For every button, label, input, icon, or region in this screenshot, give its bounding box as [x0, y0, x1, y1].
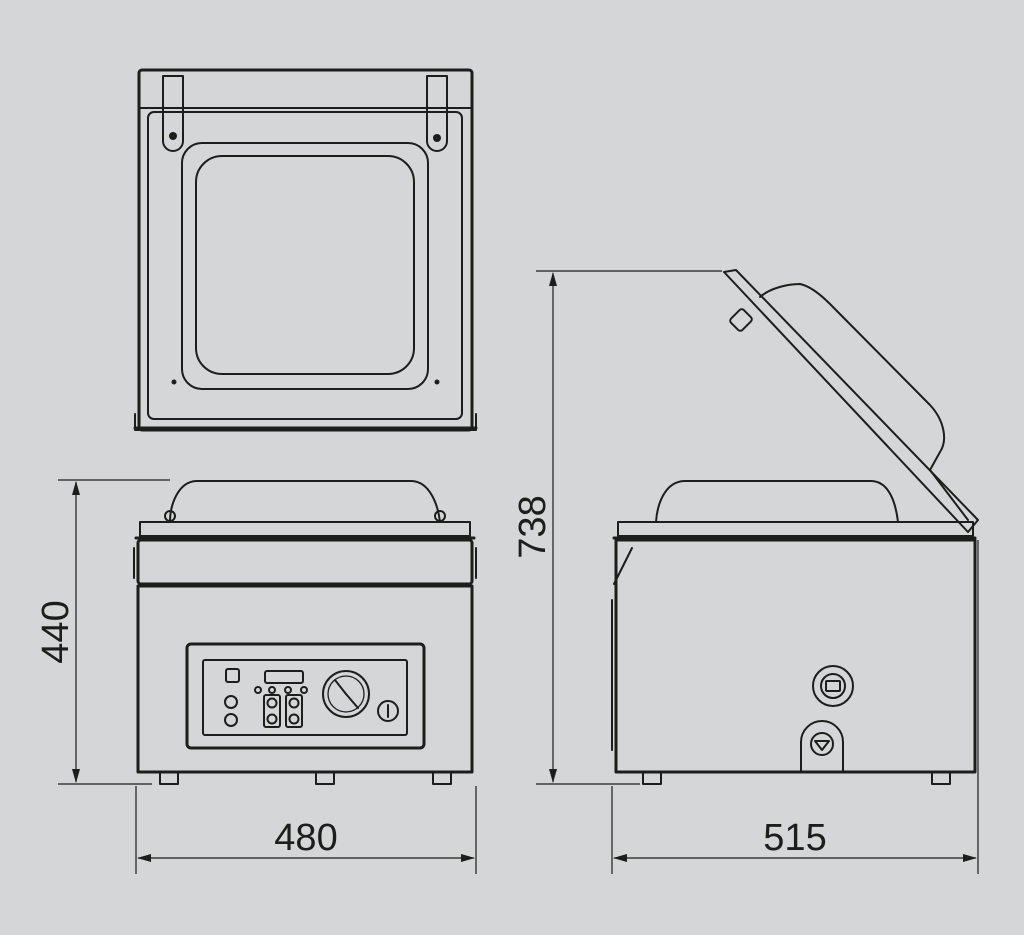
dimension-depth-label: 515 [763, 817, 826, 859]
dimension-height-label: 440 [35, 600, 77, 663]
hinge-right [426, 75, 448, 152]
dimension-width-label: 480 [274, 817, 337, 859]
vacuum-gauge-icon [322, 670, 370, 718]
dimension-open-height-label: 738 [512, 495, 554, 558]
top-view [133, 68, 478, 432]
hinge-left [162, 75, 184, 152]
front-view [133, 480, 477, 785]
side-view [611, 269, 979, 785]
dimension-lines [58, 270, 979, 874]
